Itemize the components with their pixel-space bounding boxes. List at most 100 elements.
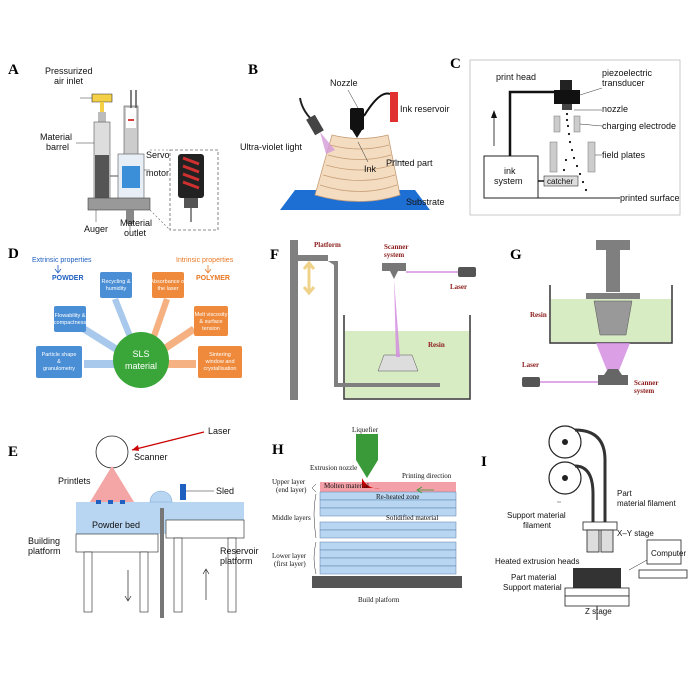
label-building-1: Building: [28, 536, 60, 546]
label-powder: POWDER: [52, 275, 84, 282]
label-ink: Ink: [364, 164, 377, 174]
label-extrusion-nozzle: Extrusion nozzle: [310, 464, 357, 472]
box-recycling-l2: humidity: [106, 286, 127, 292]
label-polymer: POLYMER: [196, 275, 230, 282]
label-intrinsic: Intrinsic properties: [176, 257, 234, 264]
box-sintering-l2: window and: [204, 359, 234, 365]
sls-properties-diagram: Extrinsic properties POWDER Intrinsic pr…: [32, 257, 242, 388]
panel-i: I Part material filament Support materia…: [465, 420, 695, 630]
label-reservoir-1: Reservoir: [220, 546, 259, 556]
label-upper-2: (end layer): [276, 486, 307, 494]
dlp-diagram: Resin Laser Scanner system: [522, 240, 673, 395]
label-printed-part: Printed part: [386, 158, 433, 168]
label-sls: SLS: [132, 349, 149, 359]
panel-h: H Liquefier Extrusion nozzle Printing di…: [262, 426, 462, 610]
box-particle-l3: granulometry: [43, 366, 75, 372]
box-melt-l3: tension: [202, 326, 220, 332]
label-scanner-g-1: Scanner: [634, 379, 659, 387]
label-lower-2: (first layer): [274, 560, 306, 568]
box-sintering-l3: crystallisation: [203, 366, 236, 372]
panel-c: C print head: [450, 50, 690, 220]
box-flowability-l2: compactness: [54, 320, 87, 326]
label-building-2: platform: [28, 546, 61, 556]
label-resin-g: Resin: [530, 311, 547, 319]
panel-i-label: I: [481, 454, 487, 470]
panel-f: F Platform Scanner system Laser Resin: [258, 235, 488, 405]
panel-a-label: A: [8, 62, 19, 78]
label-piezo-1: piezoelectric: [602, 68, 653, 78]
label-servo: Servo: [146, 150, 170, 160]
label-platform: Platform: [314, 241, 341, 249]
label-charging-electrode: charging electrode: [602, 121, 676, 131]
label-pressurized: Pressurized: [45, 66, 93, 76]
label-laser-e: Laser: [208, 426, 231, 436]
label-sls-material: material: [125, 361, 157, 371]
label-scanner-g-2: system: [634, 387, 654, 395]
panel-f-label: F: [270, 247, 280, 263]
label-support-material: Support material: [503, 583, 562, 592]
box-melt-l1: Melt viscosity: [195, 312, 228, 318]
label-printing-direction: Printing direction: [402, 472, 452, 480]
label-nozzle-c: nozzle: [602, 104, 628, 114]
label-scanner-e: Scanner: [134, 452, 168, 462]
label-extrinsic: Extrinsic properties: [32, 257, 92, 264]
label-motor: motor: [146, 168, 169, 178]
panel-b-label: B: [248, 62, 259, 78]
panel-d: D Extrinsic properties POWDER Intrinsic …: [0, 242, 260, 392]
label-liquefier: Liquefier: [352, 426, 379, 434]
label-part-material: Part material: [511, 573, 557, 582]
inkjet-diagram: print head piezoelectric transducer nozz…: [469, 59, 681, 216]
extruder-diagram: Pressurized air inlet Material barrel Se…: [40, 66, 219, 238]
panel-e: E Laser Scanner Printlets Sled: [0, 420, 260, 620]
panel-g-label: G: [510, 247, 522, 263]
label-ink-reservoir: Ink reservoir: [400, 104, 450, 114]
label-xy-stage: X–Y stage: [617, 529, 654, 538]
label-field-plates: field plates: [602, 150, 646, 160]
label-powder-bed: Powder bed: [92, 520, 140, 530]
label-middle: Middle layers: [272, 514, 311, 522]
label-substrate: Substrate: [406, 197, 445, 207]
panel-e-label: E: [8, 444, 19, 460]
box-particle-l2: &: [57, 359, 61, 365]
label-part-1: Part: [617, 489, 632, 498]
box-sintering-l1: Sintering: [209, 352, 231, 358]
panel-g: G Resin Laser Scanner system: [500, 235, 690, 405]
uv-print-diagram: Nozzle Ink reservoir Ultra-violet light …: [240, 78, 450, 210]
label-print-head: print head: [496, 72, 536, 82]
box-melt-l2: & surface: [199, 319, 222, 325]
label-scanner-2: system: [384, 251, 404, 259]
label-laser-f: Laser: [450, 283, 467, 291]
sla-diagram: Platform Scanner system Laser Resin: [290, 240, 476, 400]
box-flowability-l1: Flowability &: [55, 313, 86, 319]
label-z-stage: Z stage: [585, 607, 612, 616]
box-recycling-l1: Recycling &: [101, 279, 130, 285]
box-absorbance-l2: the laser: [157, 286, 178, 292]
label-computer: Computer: [651, 549, 686, 558]
panel-c-label: C: [450, 56, 461, 72]
label-catcher: catcher: [547, 177, 574, 186]
label-printlets: Printlets: [58, 476, 91, 486]
fdm-dual-head-diagram: Part material filament Support material …: [495, 425, 688, 620]
label-solidified: Solidified material: [386, 514, 438, 522]
panel-b: B Nozzle Ink reservoir Ultra-violet ligh…: [240, 50, 460, 220]
panel-h-label: H: [272, 442, 284, 458]
label-build-platform: Build platform: [358, 596, 400, 604]
label-support-2: filament: [523, 521, 552, 530]
label-air-inlet: air inlet: [54, 76, 84, 86]
label-printed-surface: printed surface: [620, 193, 680, 203]
label-system: system: [494, 176, 523, 186]
label-sled: Sled: [216, 486, 234, 496]
label-support-1: Support material: [507, 511, 566, 520]
box-absorbance-l1: Absorbance of: [150, 279, 186, 285]
powder-bed-diagram: Laser Scanner Printlets Sled Powder bed …: [28, 426, 259, 618]
label-reheated: Re-heated zone: [376, 493, 419, 501]
panel-d-label: D: [8, 246, 19, 262]
label-uv-light: Ultra-violet light: [240, 142, 303, 152]
label-material: Material: [40, 132, 72, 142]
label-reservoir-2: platform: [220, 556, 253, 566]
label-ink-c: ink: [504, 166, 516, 176]
fdm-layers-diagram: Liquefier Extrusion nozzle Printing dire…: [272, 426, 462, 604]
label-nozzle: Nozzle: [330, 78, 358, 88]
label-outlet: outlet: [124, 228, 147, 238]
box-particle-l1: Particle shape: [42, 352, 77, 358]
